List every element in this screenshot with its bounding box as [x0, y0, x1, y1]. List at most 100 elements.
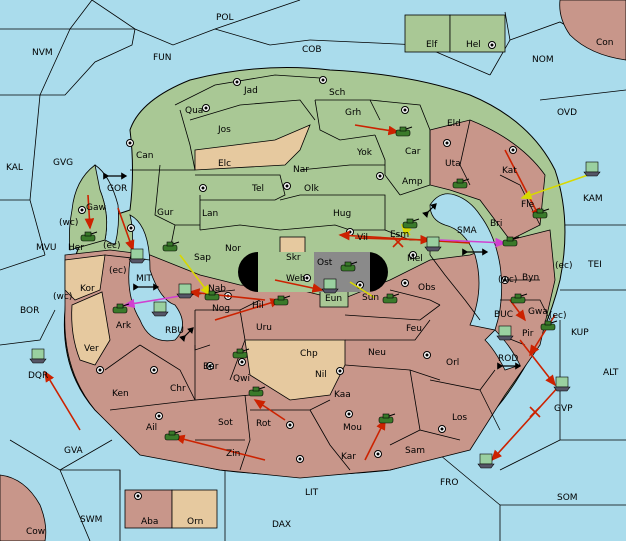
label-gvg: GVG	[53, 158, 73, 168]
label-nor: Nor	[225, 244, 241, 254]
label-kam: KAM	[583, 194, 603, 204]
label-jad: Jad	[243, 86, 258, 96]
label-ovd: OVD	[557, 108, 577, 118]
label-rot: Rot	[256, 419, 271, 429]
fleet-unit[interactable]	[128, 248, 146, 264]
label-nil: Nil	[315, 370, 327, 380]
rod-water	[484, 329, 521, 371]
label-bor: BOR	[20, 306, 39, 316]
label-mel: Mel	[407, 254, 423, 264]
fleet-unit[interactable]	[321, 278, 339, 294]
convoy-arrows	[123, 237, 507, 309]
label-obs: Obs	[418, 283, 436, 293]
fleet-unit[interactable]	[496, 325, 514, 341]
support-arrows	[179, 174, 589, 299]
label-wc3: (wc)	[498, 275, 517, 285]
label-aba: Aba	[141, 517, 158, 527]
label-nom: NOM	[532, 55, 554, 65]
label-lan: Lan	[202, 209, 218, 219]
label-amp: Amp	[402, 177, 423, 187]
label-orl: Orl	[446, 358, 459, 368]
label-kal: KAL	[6, 163, 23, 173]
label-hil: Hil	[252, 301, 264, 311]
label-kar: Kar	[341, 452, 356, 462]
label-los: Los	[452, 413, 467, 423]
label-eun: Eun	[325, 294, 342, 304]
label-dax: DAX	[272, 520, 291, 530]
ver-territory[interactable]	[71, 291, 111, 366]
label-gaw: Gaw	[86, 203, 106, 213]
orn-territory[interactable]	[171, 489, 218, 529]
label-dqr: DQR	[28, 371, 48, 381]
cow-territory[interactable]	[0, 474, 47, 541]
label-hel: Hel	[466, 40, 481, 50]
label-web: Web	[286, 274, 306, 284]
label-qwi: Qwi	[233, 374, 250, 384]
label-ark: Ark	[116, 321, 132, 331]
label-gor: GOR	[107, 184, 127, 194]
kor-territory[interactable]	[64, 254, 106, 301]
label-qua: Qua	[185, 106, 203, 116]
label-kaa: Kaa	[334, 390, 351, 400]
label-vil: Vil	[357, 233, 368, 243]
label-buc: BUC	[494, 310, 513, 320]
label-ec4: (ec)	[549, 311, 567, 321]
label-pol: POL	[216, 13, 234, 23]
label-lit: LIT	[305, 488, 319, 498]
label-tel: Tel	[251, 184, 264, 194]
label-mvu: MVU	[36, 243, 57, 253]
label-uta: Uta	[445, 159, 461, 169]
label-swm: SWM	[80, 515, 102, 525]
label-kor: Kor	[80, 284, 95, 294]
label-sam: Sam	[405, 446, 425, 456]
label-chr: Chr	[170, 384, 186, 394]
label-gvp: GVP	[554, 404, 573, 414]
label-gwa: Gwa	[528, 307, 548, 317]
label-sch: Sch	[329, 88, 345, 98]
label-gur: Gur	[157, 208, 174, 218]
label-wc2: (wc)	[53, 292, 72, 302]
label-mou: Mou	[343, 423, 362, 433]
label-sot: Sot	[218, 418, 233, 428]
label-ail: Ail	[146, 423, 157, 433]
label-yok: Yok	[356, 148, 373, 158]
label-som: SOM	[557, 493, 578, 503]
label-skr: Skr	[286, 253, 301, 263]
label-nar: Nar	[293, 165, 309, 175]
label-ken: Ken	[112, 389, 129, 399]
label-byn: Byn	[522, 273, 539, 283]
fleet-unit[interactable]	[424, 236, 442, 252]
label-cow: Cow	[26, 527, 45, 537]
label-elf: Elf	[426, 40, 438, 50]
label-fro: FRO	[440, 478, 459, 488]
elf-territory[interactable]	[404, 14, 451, 53]
label-feu: Feu	[406, 324, 422, 334]
label-uru: Uru	[256, 323, 272, 333]
con-territory[interactable]	[559, 0, 626, 61]
label-sun: Sun	[362, 293, 379, 303]
label-hug: Hug	[333, 209, 351, 219]
fleet-unit[interactable]	[477, 453, 495, 469]
fleet-unit[interactable]	[176, 283, 194, 299]
label-rbu: RBU	[165, 326, 184, 336]
label-kup: KUP	[571, 328, 589, 338]
fleet-unit[interactable]	[151, 301, 169, 317]
bidir-arrows	[103, 172, 522, 370]
label-fun: FUN	[153, 53, 172, 63]
fleet-unit[interactable]	[553, 376, 571, 392]
fleet-unit[interactable]	[583, 161, 601, 177]
label-nvm: NVM	[32, 48, 53, 58]
label-ec3: (ec)	[555, 261, 573, 271]
label-jos: Jos	[217, 125, 231, 135]
label-sma: SMA	[457, 226, 477, 236]
label-can: Can	[136, 151, 154, 161]
label-eld: Eld	[447, 119, 461, 129]
label-bri: Bri	[490, 219, 502, 229]
label-ec: (ec)	[103, 241, 121, 251]
label-olk: Olk	[304, 184, 320, 194]
label-fle: Fle	[521, 200, 535, 210]
sma-water	[429, 193, 503, 331]
fleet-unit[interactable]	[29, 348, 47, 364]
